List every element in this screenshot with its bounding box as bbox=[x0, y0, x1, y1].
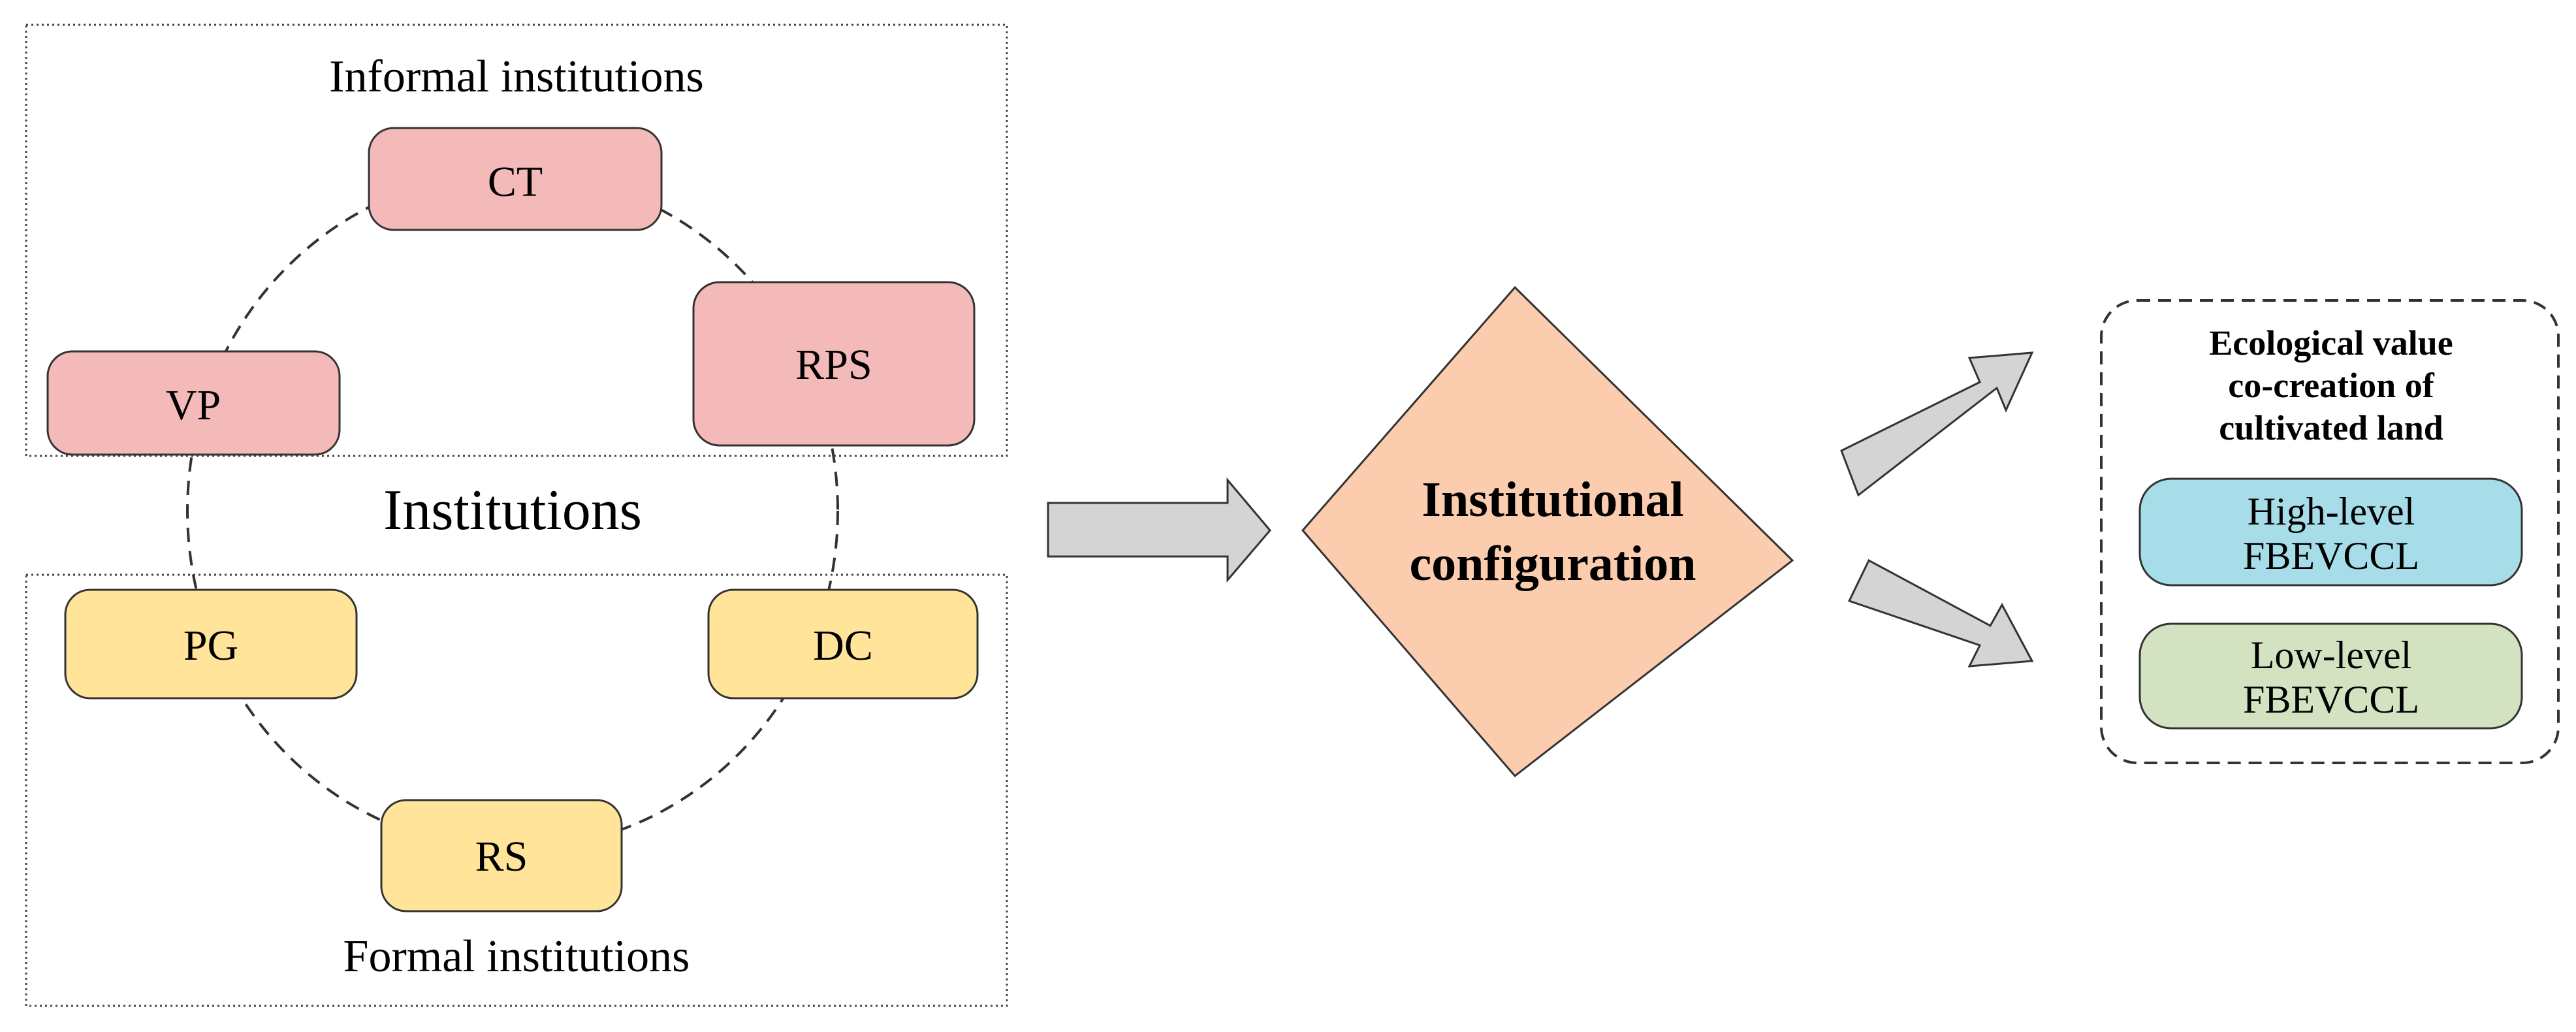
svg-text:Low-level: Low-level bbox=[2251, 634, 2412, 677]
svg-text:CT: CT bbox=[488, 158, 543, 206]
svg-text:PG: PG bbox=[183, 622, 238, 669]
high-level-fbevccl-node: High-level FBEVCCL bbox=[2139, 477, 2523, 587]
arrow-to-low-level bbox=[1847, 558, 2034, 668]
outcome-title-line1: Ecological value bbox=[2209, 323, 2453, 363]
institutions-center-label: Institutions bbox=[383, 479, 642, 542]
node-vp: VP bbox=[46, 350, 341, 456]
arrow-to-high-level bbox=[1840, 351, 2034, 497]
outcome-title-line2: co-creation of bbox=[2228, 366, 2434, 405]
svg-text:DC: DC bbox=[813, 622, 873, 669]
node-dc: DC bbox=[707, 589, 979, 700]
svg-text:RS: RS bbox=[475, 833, 528, 880]
svg-text:FBEVCCL: FBEVCCL bbox=[2243, 534, 2419, 577]
svg-text:FBEVCCL: FBEVCCL bbox=[2243, 678, 2419, 721]
svg-text:RPS: RPS bbox=[795, 341, 872, 389]
svg-text:Institutional: Institutional bbox=[1422, 472, 1683, 527]
svg-text:VP: VP bbox=[166, 381, 221, 429]
arrow-to-configuration bbox=[1047, 477, 1271, 583]
formal-institutions-box bbox=[25, 573, 1008, 1007]
informal-institutions-box bbox=[25, 24, 1008, 457]
node-pg: PG bbox=[64, 589, 358, 700]
node-rps: RPS bbox=[692, 281, 976, 447]
outcome-title-line3: cultivated land bbox=[2219, 408, 2443, 447]
institutional-configuration-diamond: Institutional configuration bbox=[1301, 285, 1794, 778]
outcome-box bbox=[2100, 299, 2560, 764]
svg-text:High-level: High-level bbox=[2248, 490, 2415, 533]
node-rs: RS bbox=[380, 799, 623, 912]
low-level-fbevccl-node: Low-level FBEVCCL bbox=[2139, 622, 2523, 730]
svg-text:configuration: configuration bbox=[1409, 536, 1696, 591]
node-ct: CT bbox=[368, 127, 663, 231]
informal-institutions-label: Informal institutions bbox=[329, 52, 704, 102]
formal-institutions-label: Formal institutions bbox=[343, 931, 690, 982]
